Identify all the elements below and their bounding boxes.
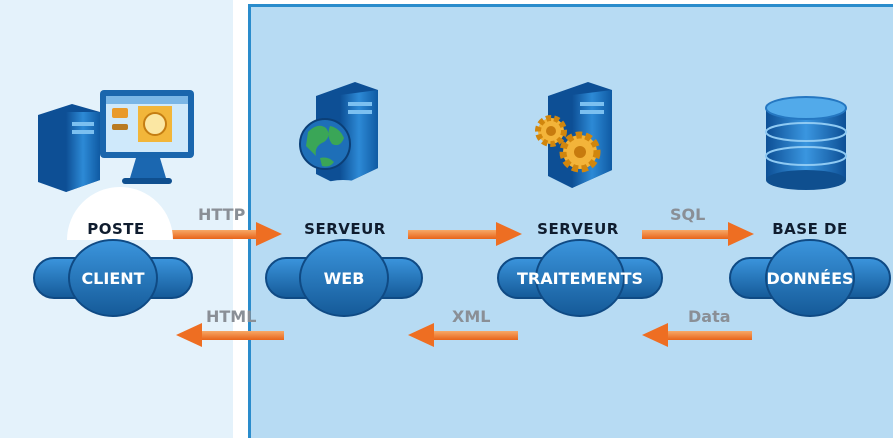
arrow-web-to-processing [408, 222, 522, 246]
web-server-globe-icon [299, 82, 378, 186]
arrow-label-http: HTTP [198, 205, 246, 224]
application-server-gears-icon [535, 82, 612, 188]
node-label-web: WEB [324, 269, 365, 288]
node-badge-client: POSTE CLIENT [33, 187, 193, 317]
node-badge-web: SERVEUR WEB [265, 180, 423, 317]
desktop-computer-icon [38, 90, 194, 192]
node-badge-processing: SERVEUR TRAITEMENTS [497, 220, 663, 317]
arrow-data: Data [642, 307, 752, 347]
arrow-label-sql: SQL [670, 205, 705, 224]
database-icon [765, 96, 847, 190]
arrow-label-xml: XML [452, 307, 490, 326]
zone-divider [233, 0, 248, 438]
arrow-xml: XML [408, 307, 518, 347]
node-title-processing: SERVEUR [537, 220, 619, 238]
arrow-label-data: Data [688, 307, 731, 326]
node-title-web: SERVEUR [304, 220, 386, 238]
node-title-database: BASE DE [772, 220, 848, 238]
node-label-client: CLIENT [81, 269, 144, 288]
arrow-html: HTML [176, 307, 284, 347]
node-title-client: POSTE [87, 220, 145, 238]
node-label-database: DONNÉES [766, 269, 853, 288]
node-badge-database: BASE DE DONNÉES [729, 220, 891, 317]
arrow-sql: SQL [642, 205, 754, 246]
node-label-processing: TRAITEMENTS [517, 269, 643, 288]
arrow-http: HTTP [172, 205, 282, 246]
arrow-label-html: HTML [206, 307, 256, 326]
